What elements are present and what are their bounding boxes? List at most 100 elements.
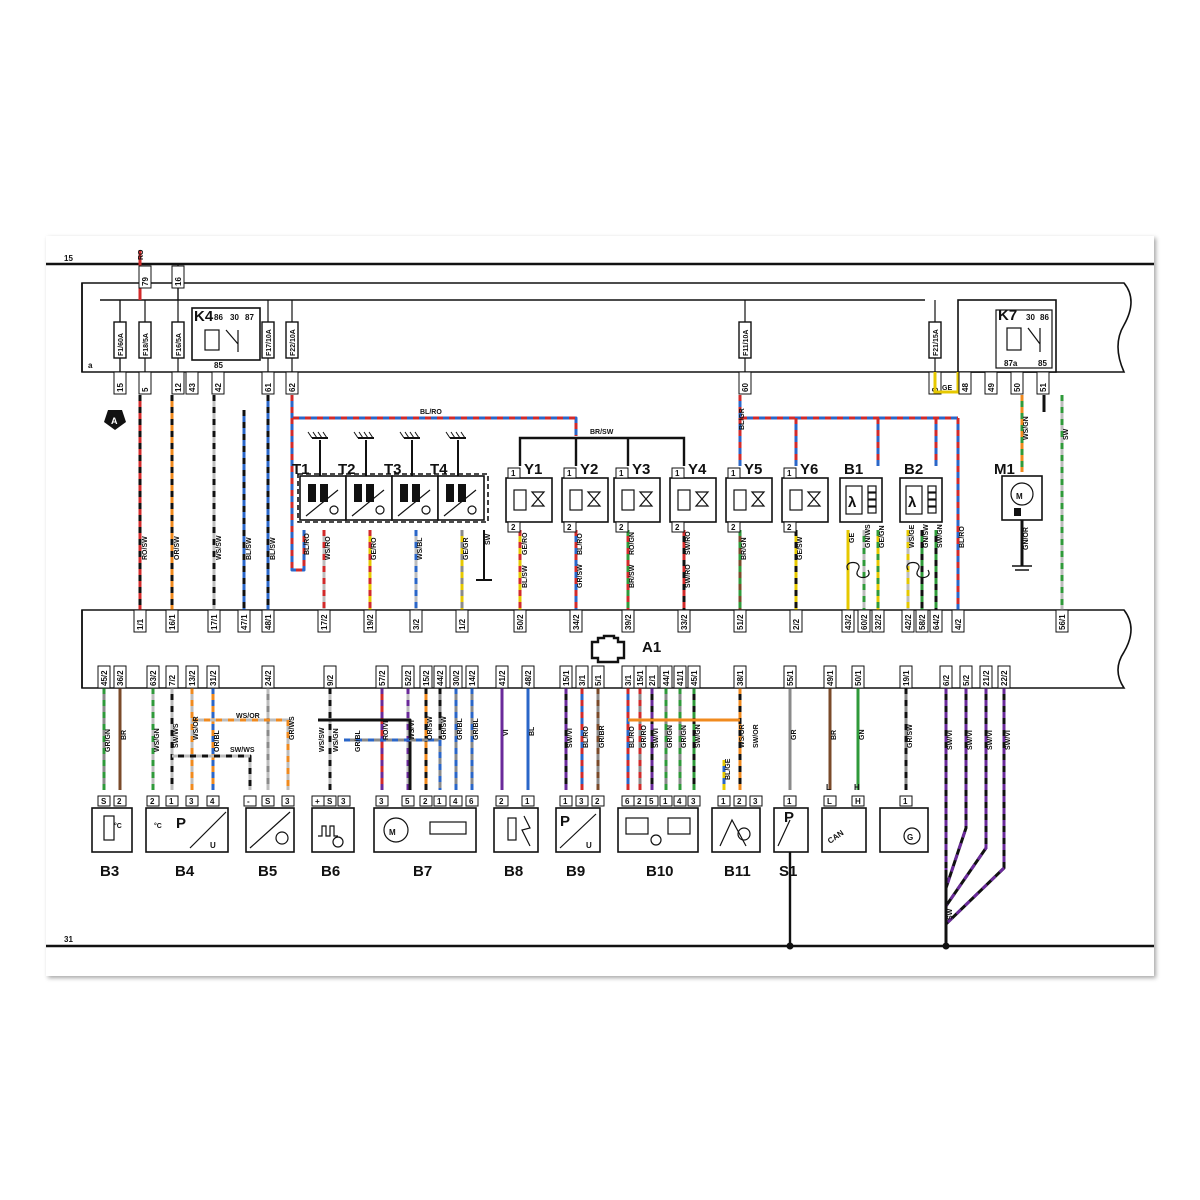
- ecu-bottom-pin-30: 6/2: [939, 665, 953, 689]
- component-Y1-label: Y1: [524, 461, 542, 478]
- ecu-bottom-pin-28: 50/1: [851, 665, 865, 689]
- ecu-bottom-pin-24-text: 45/1: [690, 670, 699, 686]
- component-S1: S1P: [773, 807, 809, 880]
- ecu-bottom-pin-5-text: 31/2: [209, 670, 218, 686]
- ecu-top-pin-15: 43/2: [841, 609, 855, 633]
- component-pin-13: 5: [401, 795, 415, 807]
- component-Y4-pin1: 1: [671, 467, 685, 479]
- wire-label-blgr: BL/GR: [739, 408, 746, 430]
- ecu-bottom-pin-3: 7/2: [165, 665, 179, 689]
- component-B9-label: B9: [566, 863, 585, 880]
- component-pin-0: S: [97, 795, 111, 807]
- wire-label-ge: GE: [942, 385, 952, 392]
- rail-31-label: 31: [64, 935, 73, 944]
- lower-wire-label-32: GR: [791, 730, 798, 741]
- lower-wire-label-28: SW/GN: [695, 724, 702, 748]
- component-pin-28: 3: [687, 795, 701, 807]
- wire-label-blro: BL/RO: [420, 409, 442, 416]
- upper-wire-label-15: RO/GN: [629, 532, 636, 555]
- component-Y1-pin2-text: 2: [511, 523, 516, 532]
- lower-wire-label-11: GR/BL: [355, 730, 362, 753]
- k4-pin-87: 87: [245, 313, 254, 322]
- ecu-bottom-pin-8: 57/2: [375, 665, 389, 689]
- ecu-top-pin-11-text: 39/2: [624, 614, 633, 630]
- component-pin-12-text: 3: [379, 797, 384, 806]
- component-pin-3: 1: [165, 795, 179, 807]
- upper-wire-label-6: GE/RO: [371, 537, 378, 560]
- component-pin-9: +: [311, 795, 325, 807]
- fuse-f6-label: F11/10A: [743, 330, 750, 356]
- upper-wire-label-4: BL/SW: [270, 537, 277, 560]
- lower-wire-label-22: GR/BR: [599, 725, 606, 748]
- ecu-top-pin-19: 58/2: [915, 609, 929, 633]
- lower-wire-label-14: OR/SW: [427, 716, 434, 740]
- upper-wire-label-22: GN/WS: [865, 524, 872, 548]
- ecu-top-pin-6: 19/2: [363, 609, 377, 633]
- component-B3-label: B3: [100, 863, 119, 880]
- component-Y5-pin2: 2: [727, 521, 741, 533]
- ecu-top-pin-1: 16/1: [165, 609, 179, 633]
- wire-gr-bl-cross: [344, 738, 442, 790]
- component-B6: B6: [311, 807, 355, 880]
- ecu-top-pin-21-text: 4/2: [954, 618, 963, 630]
- component-B2-sym: λ: [908, 494, 917, 511]
- ecu-bottom-pin-23: 41/1: [673, 665, 687, 689]
- ecu-top-pin-13: 51/2: [733, 609, 747, 633]
- upper-wire-label-18: SW/RO: [685, 564, 692, 588]
- ecu-bottom-pin-27: 49/1: [823, 665, 837, 689]
- component-pin-30-text: 2: [737, 797, 742, 806]
- component-pin-17: 6: [465, 795, 479, 807]
- lower-wire-label-3: SW/WS: [173, 723, 180, 748]
- component-pin-22-text: 2: [595, 797, 600, 806]
- component-Y4-label: Y4: [688, 461, 707, 478]
- ecu-bottom-pin-17-text: 3/1: [578, 674, 587, 686]
- fuse-f1-label: F1/60A: [118, 333, 125, 356]
- component-B6-label: B6: [321, 863, 340, 880]
- upper-wire-label-25: GN/SW: [923, 524, 930, 548]
- ecu-bottom-pin-32: 21/2: [979, 665, 993, 689]
- component-B5-label: B5: [258, 863, 277, 880]
- fuse-f7-label: F21/15A: [933, 329, 940, 356]
- lower-wire-label-39: SW/VI: [1005, 730, 1012, 750]
- component-pin-15-text: 1: [437, 797, 442, 806]
- component-pin-9-text: +: [315, 797, 320, 806]
- fuse-f2-pin: 5: [138, 371, 152, 395]
- k4-bus-pin-43: 43: [185, 371, 199, 395]
- component-Y4-pin2: 2: [671, 521, 685, 533]
- fuse-f1-pin-text: 15: [116, 383, 125, 392]
- fuse-f3-label: F16/5A: [176, 333, 183, 356]
- component-pin-21-text: 3: [579, 797, 584, 806]
- wire-label-ro: RO: [138, 249, 145, 260]
- ecu-bottom-pin-21-text: 2/1: [648, 674, 657, 686]
- upper-wire-label-1: OR/SW: [174, 536, 181, 560]
- b3-temp: °C: [114, 822, 122, 830]
- upper-wire-label-7: WS/BL: [417, 537, 424, 560]
- k7-bus-pin-50-text: 50: [1013, 383, 1022, 392]
- lower-wire-label-31: BL/GE: [725, 758, 732, 780]
- component-Y5-pin2-text: 2: [731, 523, 736, 532]
- component-B8: B8: [493, 807, 539, 880]
- component-Y4: 1 2 Y4: [669, 461, 717, 533]
- upper-wire-label-26: SW/GN: [937, 524, 944, 548]
- ecu-bottom-pin-21: 2/1: [645, 665, 659, 689]
- ecu-bottom-pin-28-text: 50/1: [854, 670, 863, 686]
- component-pin-6: -: [243, 795, 257, 807]
- component-pin-11-text: 3: [341, 797, 346, 806]
- rail-15-label: 15: [64, 254, 73, 263]
- component-pin-35: 1: [899, 795, 913, 807]
- upper-wire-label-16: BR/SW: [629, 564, 636, 588]
- can-h-label: H: [854, 783, 860, 792]
- component-Y6-pin2-text: 2: [787, 523, 792, 532]
- lower-wire-label-25: SW/VI: [653, 728, 660, 748]
- component-pin-24: 2: [633, 795, 647, 807]
- ecu-bottom-pin-25: 38/1: [733, 665, 747, 689]
- component-Y4-pin2-text: 2: [675, 523, 680, 532]
- component-Y3-pin1-text: 1: [619, 469, 624, 478]
- ecu-top-pin-5: 17/2: [317, 609, 331, 633]
- component-pin-27-text: 4: [677, 797, 682, 806]
- ecu-top-pin-10-text: 34/2: [572, 614, 581, 630]
- lower-wire-label-4: WS/OR: [193, 716, 200, 740]
- component-B7: B7M: [373, 807, 477, 880]
- component-pin-10-text: S: [327, 797, 333, 806]
